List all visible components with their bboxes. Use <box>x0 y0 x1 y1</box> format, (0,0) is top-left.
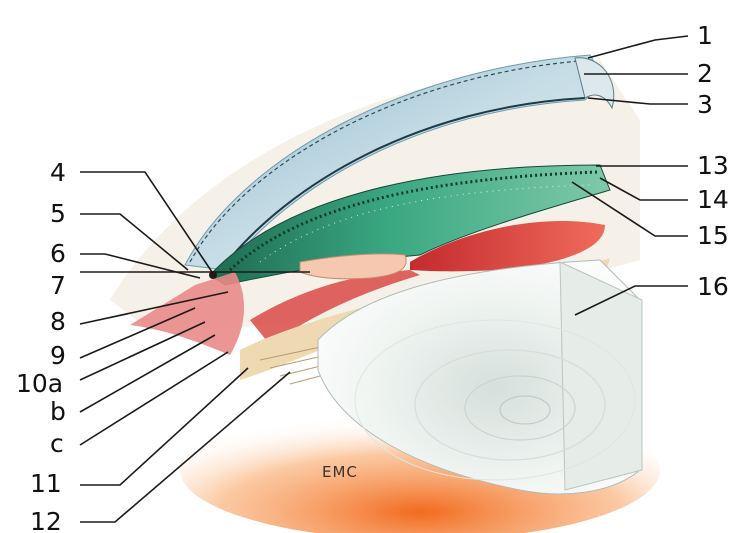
label-7: 7 <box>50 271 66 300</box>
label-1: 1 <box>697 21 713 50</box>
label-5: 5 <box>50 199 66 228</box>
lens-cut-face <box>560 262 642 490</box>
label-b: b <box>50 397 66 426</box>
label-10a: 10a <box>16 369 63 398</box>
label-8: 8 <box>50 307 66 336</box>
artist-signature: EMC <box>322 463 358 481</box>
label-9: 9 <box>50 341 66 370</box>
label-15: 15 <box>697 221 729 250</box>
label-4: 4 <box>50 158 66 187</box>
label-16: 16 <box>697 272 729 301</box>
label-c: c <box>50 429 64 458</box>
label-13: 13 <box>697 151 729 180</box>
label-2: 2 <box>697 59 713 88</box>
label-11: 11 <box>30 469 62 498</box>
label-12: 12 <box>30 507 62 533</box>
label-6: 6 <box>50 239 66 268</box>
label-3: 3 <box>697 90 713 119</box>
label-14: 14 <box>697 185 729 214</box>
